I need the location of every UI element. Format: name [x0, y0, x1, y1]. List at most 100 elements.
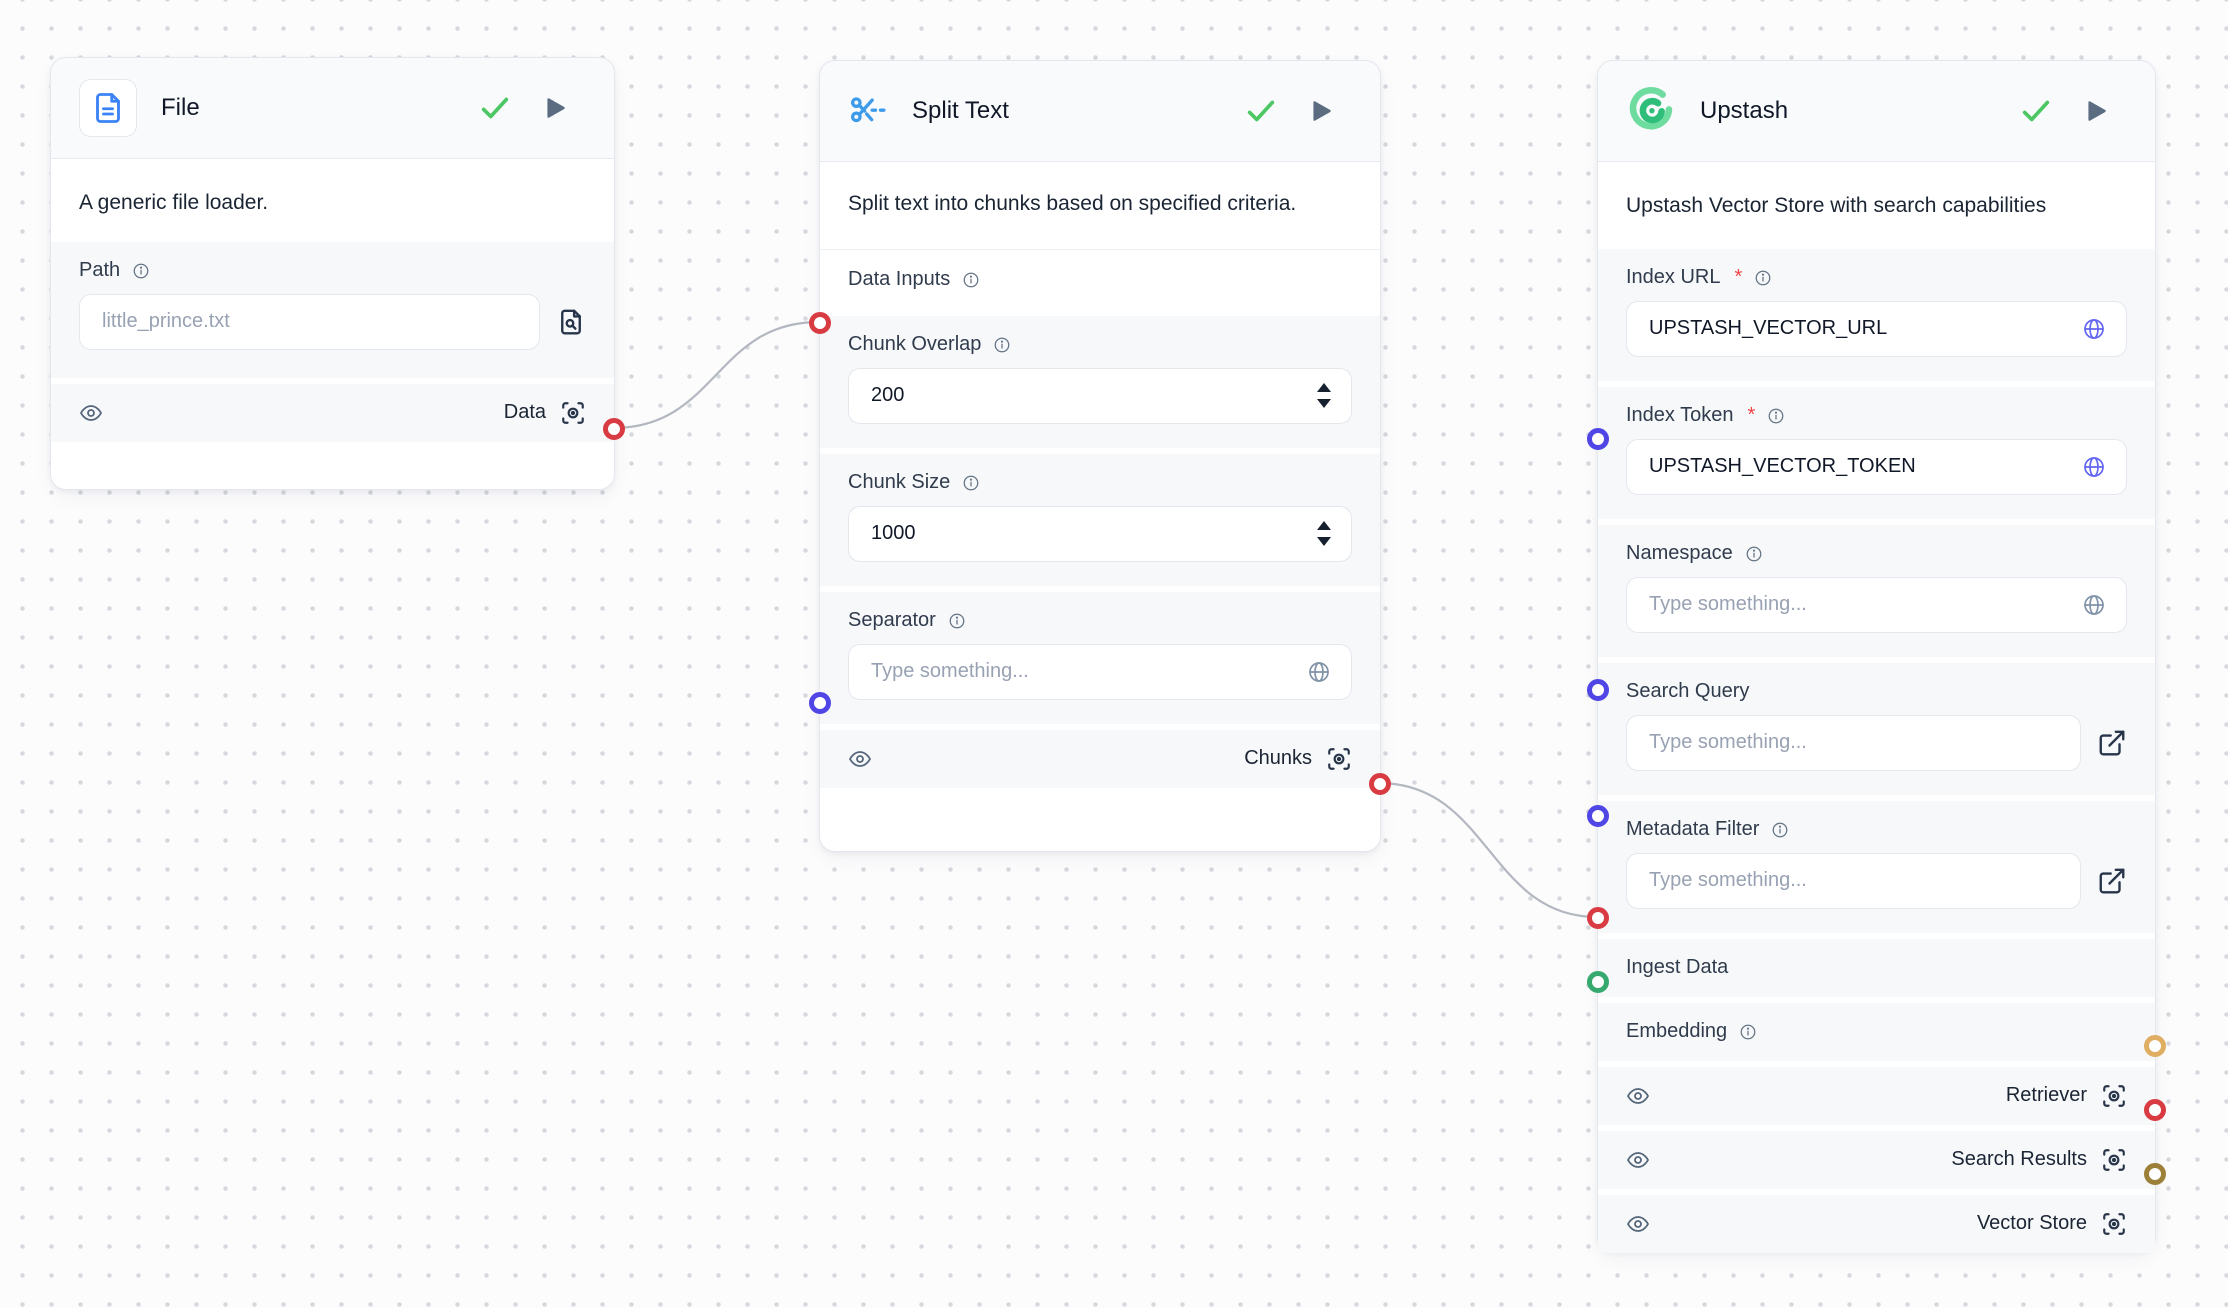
info-icon[interactable] [1767, 407, 1785, 425]
port-upstash-retriever-output[interactable] [2144, 1035, 2166, 1057]
path-field-label: Path [79, 259, 121, 282]
eye-icon[interactable] [1626, 1212, 1650, 1236]
index-token-input[interactable] [1647, 454, 2072, 480]
number-stepper[interactable] [1317, 521, 1331, 547]
info-icon[interactable] [962, 271, 980, 289]
upstash-node[interactable]: Upstash Upstash Vector Store with search… [1587, 60, 2166, 1253]
index-token-label: Index Token [1626, 404, 1734, 427]
split-node-header: Split Text [820, 61, 1380, 162]
upstash-node-header: Upstash [1598, 61, 2155, 162]
file-text-icon [96, 93, 120, 123]
port-upstash-search-results-output[interactable] [2144, 1099, 2166, 1121]
expand-search-query-button[interactable] [2097, 728, 2127, 758]
data-inputs-label: Data Inputs [848, 268, 951, 291]
info-icon[interactable] [132, 262, 150, 280]
node-description: Split text into chunks based on specifie… [848, 192, 1297, 215]
edge-split-chunks-to-upstash-ingest[interactable] [1378, 781, 1598, 919]
eye-icon[interactable] [79, 401, 103, 425]
info-icon[interactable] [1754, 269, 1772, 287]
port-split-data-inputs[interactable] [809, 312, 831, 334]
number-stepper[interactable] [1317, 383, 1331, 409]
browse-file-button[interactable] [556, 307, 586, 337]
status-check-icon [481, 97, 509, 119]
search-query-label: Search Query [1626, 680, 1750, 703]
eye-icon[interactable] [848, 747, 872, 771]
port-upstash-embedding[interactable] [1587, 971, 1609, 993]
info-icon[interactable] [962, 474, 980, 492]
index-url-input[interactable] [1647, 316, 2072, 342]
index-token-section: Index Token * [1598, 386, 2155, 519]
port-upstash-ingest-data[interactable] [1587, 907, 1609, 929]
port-split-separator[interactable] [809, 692, 831, 714]
search-query-input[interactable] [1647, 730, 2060, 756]
info-icon[interactable] [1771, 821, 1789, 839]
required-mark: * [1734, 266, 1743, 289]
chunk-overlap-section: Chunk Overlap [820, 315, 1380, 448]
search-query-section: Search Query [1598, 662, 2155, 795]
search-results-output-row: Search Results [1598, 1130, 2155, 1189]
globe-icon[interactable] [1307, 660, 1331, 684]
edge-file-data-to-split-inputs[interactable] [612, 320, 820, 430]
globe-icon[interactable] [2082, 455, 2106, 479]
index-url-label: Index URL [1626, 266, 1721, 289]
scan-eye-icon[interactable] [2101, 1211, 2127, 1237]
port-upstash-search-query[interactable] [1587, 679, 1609, 701]
split-text-node[interactable]: Split Text Split text into chunks based … [809, 60, 1391, 852]
ingest-data-row: Ingest Data [1598, 938, 2155, 997]
eye-icon[interactable] [1626, 1148, 1650, 1172]
embedding-row: Embedding [1598, 1002, 2155, 1061]
output-label: Data [503, 401, 546, 424]
output-label: Vector Store [1976, 1212, 2087, 1235]
run-play-button[interactable] [1308, 97, 1334, 125]
scissors-dashed-icon [850, 97, 886, 123]
ingest-data-label: Ingest Data [1626, 956, 1729, 979]
eye-icon[interactable] [1626, 1084, 1650, 1108]
chunk-overlap-input[interactable] [869, 383, 1307, 409]
retriever-output-row: Retriever [1598, 1066, 2155, 1125]
chunk-size-section: Chunk Size [820, 453, 1380, 586]
path-input[interactable] [100, 309, 519, 335]
chunk-overlap-label: Chunk Overlap [848, 333, 982, 356]
info-icon[interactable] [1745, 545, 1763, 563]
port-file-data-output[interactable] [603, 418, 625, 440]
info-icon[interactable] [948, 612, 966, 630]
port-upstash-index-token[interactable] [1587, 428, 1609, 450]
expand-metadata-filter-button[interactable] [2097, 866, 2127, 896]
info-icon[interactable] [993, 336, 1011, 354]
index-url-section: Index URL * [1598, 248, 2155, 381]
file-node[interactable]: File A generic file loader. Path [50, 57, 625, 490]
path-field-section: Path [51, 241, 614, 378]
scan-eye-icon[interactable] [2101, 1147, 2127, 1173]
namespace-label: Namespace [1626, 542, 1733, 565]
scan-eye-icon[interactable] [2101, 1083, 2127, 1109]
embedding-label: Embedding [1626, 1020, 1728, 1043]
vector-store-output-row: Vector Store [1598, 1194, 2155, 1253]
chunks-output-row: Chunks [820, 729, 1380, 788]
globe-icon[interactable] [2082, 317, 2106, 341]
namespace-section: Namespace [1598, 524, 2155, 657]
run-play-button[interactable] [2083, 97, 2109, 125]
namespace-input[interactable] [1647, 592, 2072, 618]
data-output-row: Data [51, 383, 614, 442]
info-icon[interactable] [1739, 1023, 1757, 1041]
metadata-filter-input[interactable] [1647, 868, 2060, 894]
separator-input[interactable] [869, 659, 1297, 685]
separator-section: Separator [820, 591, 1380, 724]
external-link-icon [2099, 868, 2125, 893]
globe-icon[interactable] [2082, 593, 2106, 617]
required-mark: * [1747, 404, 1756, 427]
node-title: File [161, 94, 200, 121]
scan-eye-icon[interactable] [560, 400, 586, 426]
port-upstash-vector-store-output[interactable] [2144, 1163, 2166, 1185]
chunk-size-input[interactable] [869, 521, 1307, 547]
port-split-chunks-output[interactable] [1369, 773, 1391, 795]
node-description: A generic file loader. [79, 191, 269, 214]
scan-eye-icon[interactable] [1326, 746, 1352, 772]
run-play-button[interactable] [542, 94, 568, 122]
output-label: Search Results [1951, 1148, 2087, 1171]
port-upstash-metadata-filter[interactable] [1587, 805, 1609, 827]
node-title: Split Text [912, 97, 1009, 124]
separator-label: Separator [848, 609, 936, 632]
